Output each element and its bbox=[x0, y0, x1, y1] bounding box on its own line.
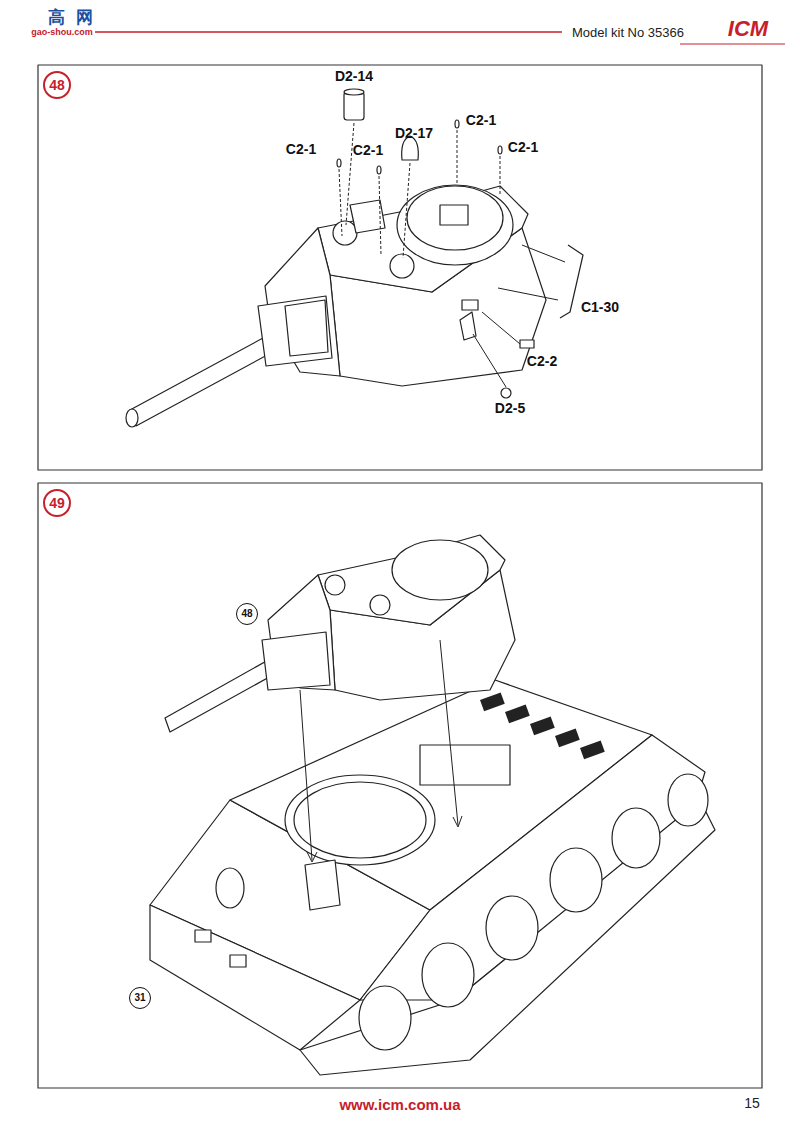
part-label: C2-1 bbox=[466, 113, 496, 127]
part-label: C1-30 bbox=[581, 300, 619, 314]
watermark: gao-shou.com bbox=[31, 28, 93, 37]
part-label: C2-1 bbox=[286, 142, 316, 156]
watermark: 网 bbox=[76, 9, 93, 26]
step-reference: 48 bbox=[236, 603, 258, 625]
part-label: C2-2 bbox=[527, 354, 557, 368]
part-label: D2-17 bbox=[395, 126, 433, 140]
brand-logo: ICM bbox=[728, 18, 768, 40]
step-number: 49 bbox=[43, 489, 71, 517]
kit-number: Model kit No 35366 bbox=[572, 26, 684, 39]
step-text: 48 bbox=[241, 609, 252, 619]
step-text: 31 bbox=[134, 993, 145, 1003]
part-label: C2-1 bbox=[508, 140, 538, 154]
part-label: D2-5 bbox=[495, 401, 525, 415]
part-label: C2-1 bbox=[353, 143, 383, 157]
watermark: 高 bbox=[48, 9, 65, 26]
step-text: 48 bbox=[49, 78, 65, 92]
step-reference: 31 bbox=[129, 987, 151, 1009]
step-text: 49 bbox=[49, 496, 65, 510]
step-number: 48 bbox=[43, 71, 71, 99]
website: www.icm.com.ua bbox=[339, 1097, 460, 1112]
page-number: 15 bbox=[744, 1096, 760, 1110]
part-label: D2-14 bbox=[335, 69, 373, 83]
